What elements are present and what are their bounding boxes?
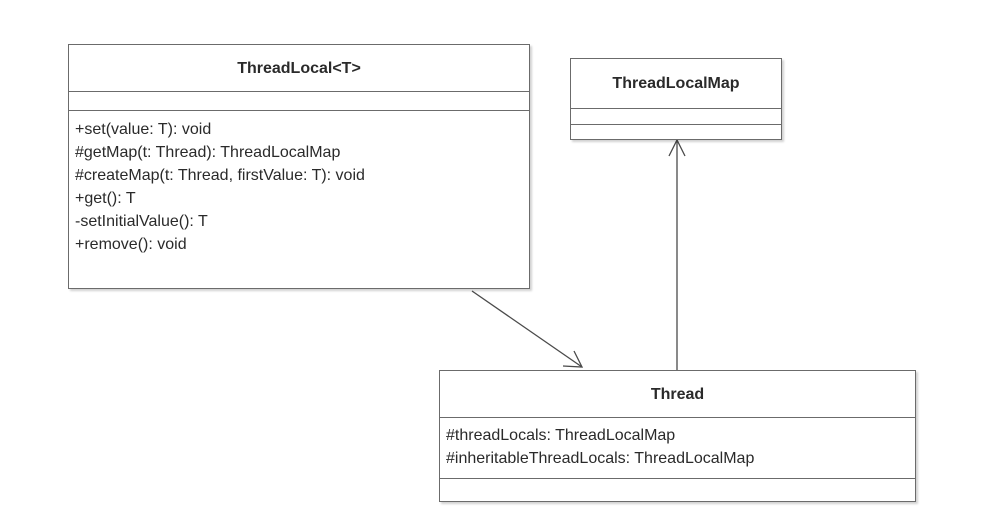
operations-compartment: [571, 125, 781, 139]
attributes-compartment: #threadLocals: ThreadLocalMap #inheritab…: [440, 418, 915, 479]
open-arrowhead-icon: [668, 138, 686, 157]
operations-compartment: [440, 479, 915, 501]
class-name: Thread: [440, 371, 915, 418]
connector-threadlocal-to-thread[interactable]: [471, 290, 584, 368]
open-arrowhead-icon: [562, 350, 584, 368]
attributes-compartment: [69, 92, 529, 111]
attribute: #inheritableThreadLocals: ThreadLocalMap: [446, 450, 755, 467]
operations-compartment: +set(value: T): void #getMap(t: Thread):…: [69, 111, 529, 259]
attribute: #threadLocals: ThreadLocalMap: [446, 427, 676, 444]
class-name: ThreadLocalMap: [571, 59, 781, 109]
operation: #createMap(t: Thread, firstValue: T): vo…: [75, 167, 365, 184]
class-threadlocal[interactable]: ThreadLocal<T> +set(value: T): void #get…: [68, 44, 530, 289]
operation: +get(): T: [75, 190, 136, 207]
operation: +remove(): void: [75, 236, 187, 253]
class-threadlocalmap[interactable]: ThreadLocalMap: [570, 58, 782, 140]
class-thread[interactable]: Thread #threadLocals: ThreadLocalMap #in…: [439, 370, 916, 502]
operation: -setInitialValue(): T: [75, 213, 208, 230]
connector-thread-to-threadlocalmap[interactable]: [668, 138, 686, 370]
attributes-compartment: [571, 109, 781, 125]
class-name: ThreadLocal<T>: [69, 45, 529, 92]
operation: #getMap(t: Thread): ThreadLocalMap: [75, 144, 341, 161]
operation: +set(value: T): void: [75, 121, 212, 138]
